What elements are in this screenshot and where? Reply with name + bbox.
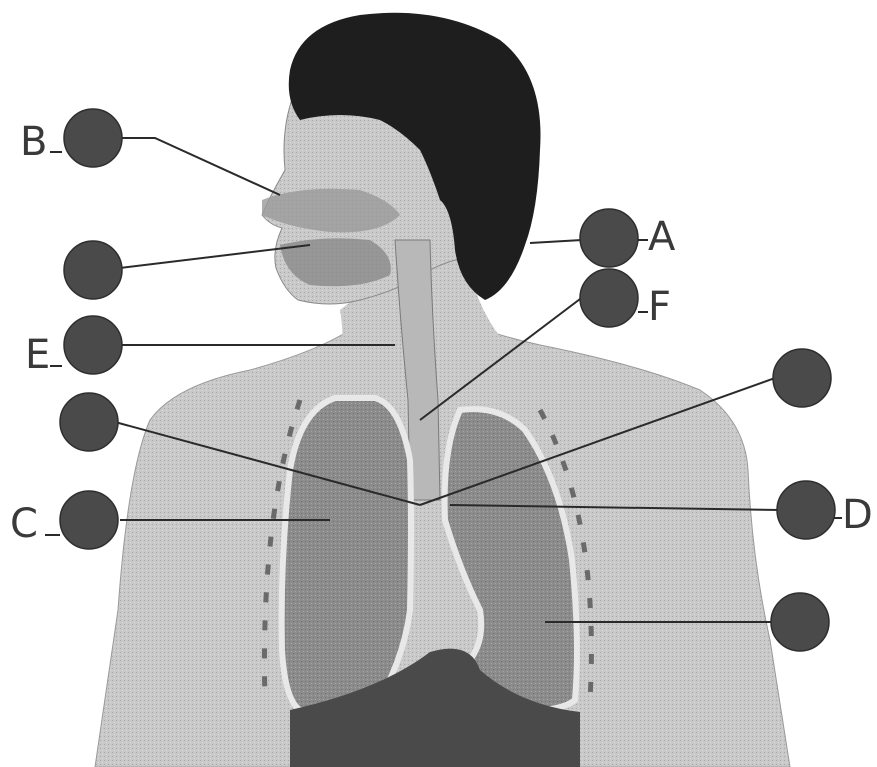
marker-diaphragm[interactable] — [771, 593, 829, 651]
label-d: D — [842, 492, 873, 538]
marker-bronchus[interactable] — [773, 349, 831, 407]
marker-b[interactable] — [64, 109, 122, 167]
label-e: E — [25, 332, 50, 378]
marker-carina[interactable] — [60, 393, 118, 451]
leader-a — [530, 240, 582, 243]
leader-b — [120, 138, 280, 195]
marker-f[interactable] — [580, 269, 638, 327]
label-f: F — [648, 284, 671, 330]
marker-a[interactable] — [580, 209, 638, 267]
marker-e[interactable] — [64, 316, 122, 374]
marker-c[interactable] — [60, 491, 118, 549]
label-c: C — [10, 501, 38, 547]
right-lung — [282, 398, 411, 710]
marker-d[interactable] — [777, 481, 835, 539]
marker-mouth[interactable] — [64, 241, 122, 299]
label-b: B — [20, 119, 47, 165]
label-a: A — [648, 214, 676, 260]
